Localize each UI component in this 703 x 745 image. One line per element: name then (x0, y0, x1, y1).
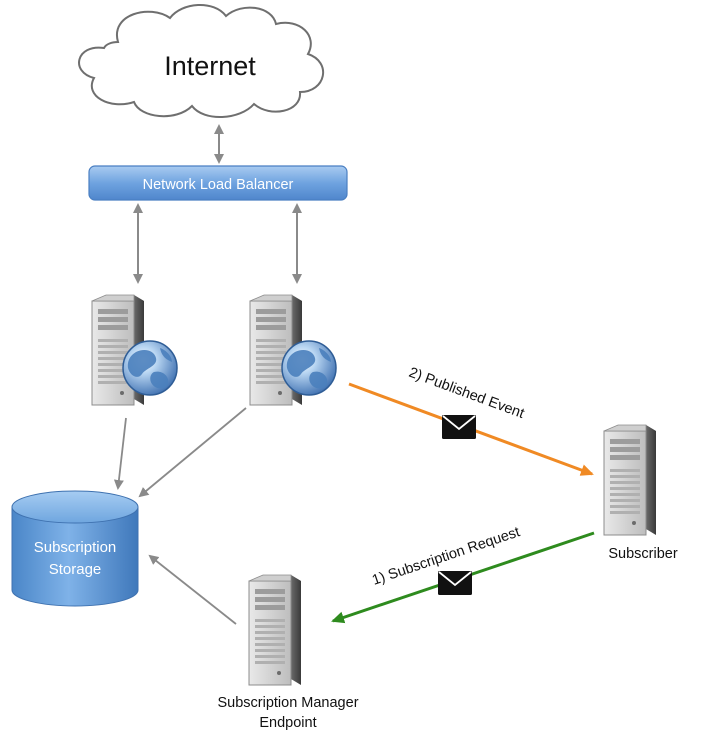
load-balancer-box (88, 165, 348, 201)
subscriber-label: Subscriber (608, 546, 677, 562)
manager-label-line1: Subscription Manager (217, 695, 358, 711)
server-icon (603, 424, 657, 536)
published-event-flow: 2) Published Event (348, 365, 594, 476)
globe-icon (122, 340, 178, 396)
subscriber: Subscriber (603, 424, 678, 562)
subscription-manager-endpoint: Subscription Manager Endpoint (217, 574, 359, 731)
cloud-shape (78, 3, 325, 119)
server-icon (248, 574, 302, 686)
connector-manager-storage (148, 554, 237, 625)
connector-server-left-storage (113, 417, 127, 490)
storage-label-line1: Subscription (34, 539, 117, 556)
subscription-storage: Subscription Storage (11, 490, 139, 607)
envelope-icon (437, 570, 473, 596)
load-balancer-label: Network Load Balancer (143, 177, 294, 193)
envelope-icon (441, 414, 477, 440)
web-server-left (91, 294, 178, 406)
storage-cylinder-body (11, 506, 139, 607)
cloud-label: Internet (164, 51, 256, 81)
subscription-request-flow: 1) Subscription Request (331, 524, 595, 624)
globe-icon (281, 340, 337, 396)
network-load-balancer: Network Load Balancer (88, 165, 348, 201)
storage-label-line2: Storage (49, 561, 102, 578)
internet-cloud: Internet (78, 3, 325, 119)
web-server-right (249, 294, 337, 406)
storage-cylinder-top (11, 490, 139, 524)
manager-label-line2: Endpoint (259, 715, 316, 731)
connector-server-right-storage (138, 407, 247, 498)
